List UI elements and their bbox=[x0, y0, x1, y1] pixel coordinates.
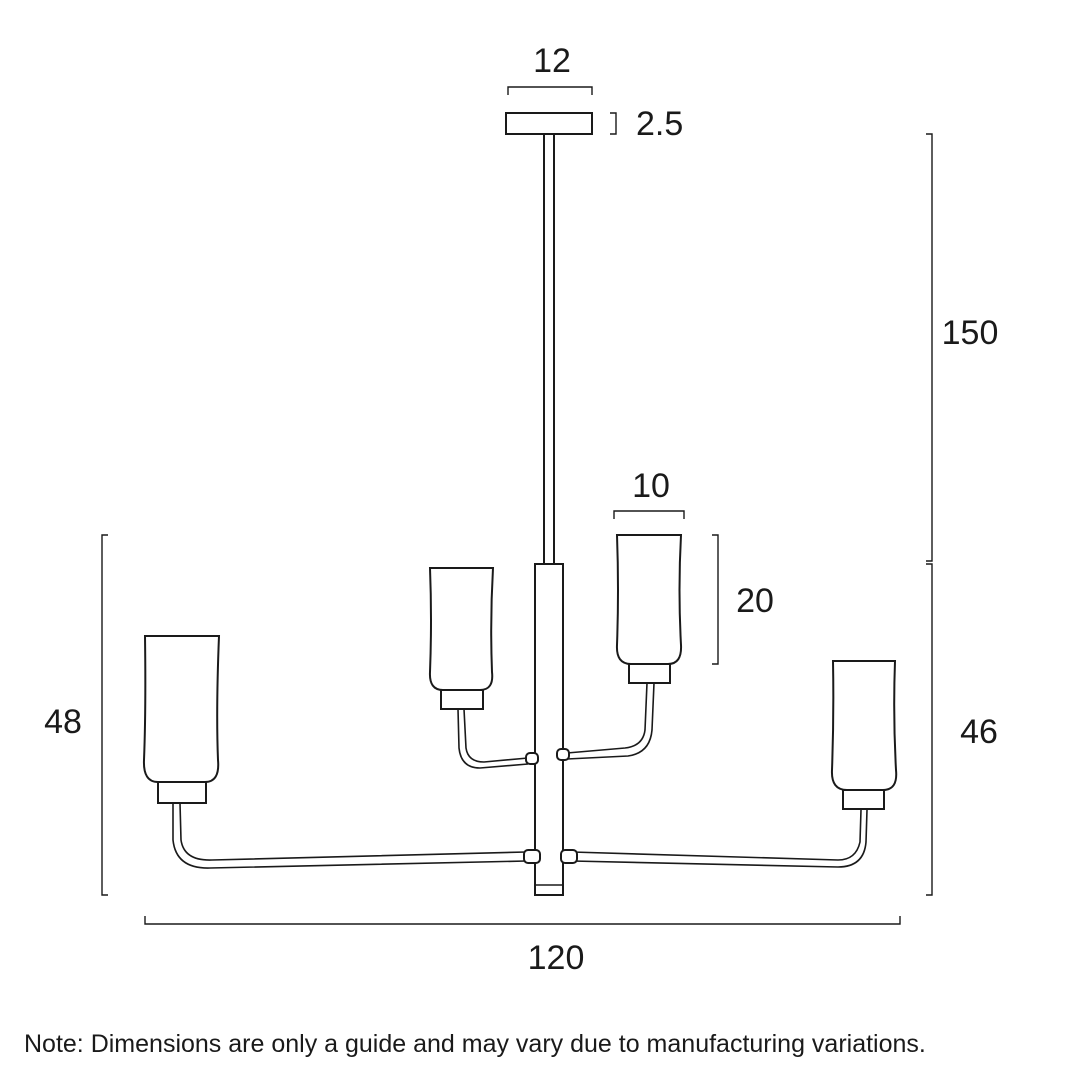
suspension-rod bbox=[543, 133, 555, 565]
shade-far-right bbox=[830, 660, 898, 810]
shade-inner-right bbox=[615, 534, 683, 684]
dim-line-shade-height bbox=[712, 534, 719, 665]
joint-lower-right bbox=[560, 849, 578, 864]
shade-inner-left bbox=[428, 567, 495, 710]
joint-lower-left bbox=[523, 849, 541, 864]
dim-label-right-height: 46 bbox=[960, 713, 998, 751]
lower-right-arm bbox=[571, 809, 868, 868]
shade-far-left bbox=[142, 635, 221, 804]
dim-label-canopy-width: 12 bbox=[533, 42, 571, 80]
joint-upper-left bbox=[525, 752, 539, 765]
dim-label-shade-width: 10 bbox=[632, 467, 670, 505]
dim-label-drop-length: 150 bbox=[942, 314, 999, 352]
dim-line-drop-length bbox=[926, 133, 933, 562]
ceiling-canopy bbox=[505, 112, 593, 135]
central-body bbox=[534, 563, 564, 896]
disclaimer-note: Note: Dimensions are only a guide and ma… bbox=[24, 1030, 926, 1058]
dim-label-shade-height: 20 bbox=[736, 582, 774, 620]
joint-upper-right bbox=[556, 748, 570, 761]
dim-line-shade-width bbox=[613, 510, 685, 519]
dim-label-overall-width: 120 bbox=[528, 939, 585, 977]
dim-line-overall-width bbox=[144, 916, 901, 925]
dim-line-right-height bbox=[926, 563, 933, 896]
dim-line-canopy-height bbox=[610, 112, 617, 135]
dim-line-left-height bbox=[101, 534, 108, 896]
dim-label-left-height: 48 bbox=[44, 703, 82, 741]
dim-label-canopy-height: 2.5 bbox=[636, 105, 683, 143]
upper-left-arm bbox=[457, 708, 529, 769]
lower-left-arm bbox=[172, 802, 527, 869]
upper-right-arm bbox=[566, 682, 655, 760]
dim-line-canopy-width bbox=[507, 86, 593, 95]
